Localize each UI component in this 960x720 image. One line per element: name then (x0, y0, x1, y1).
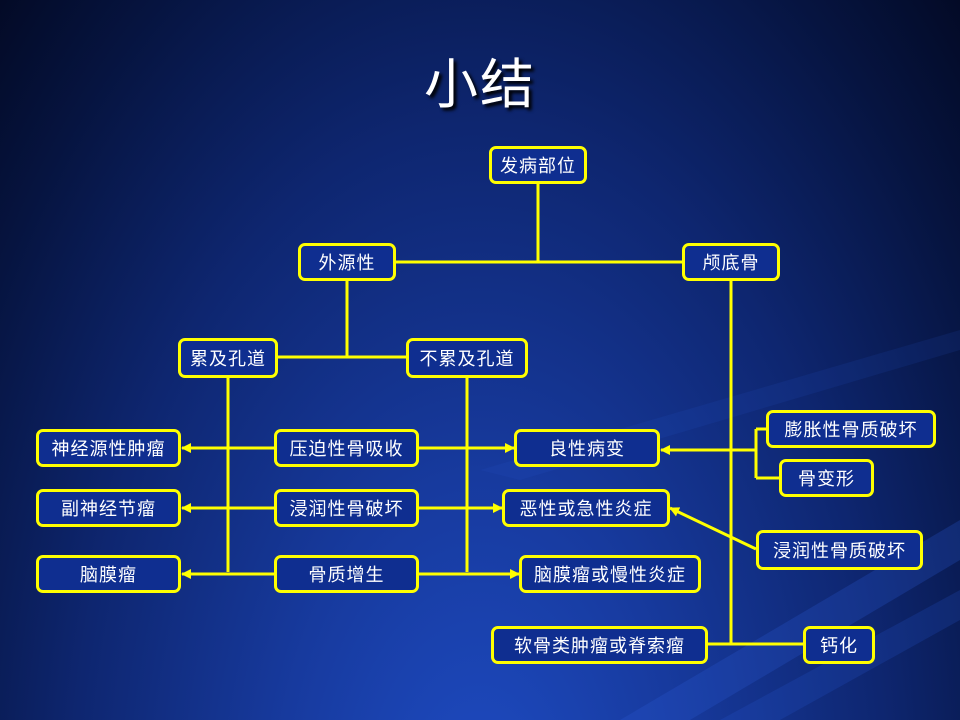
node-skull-base: 颅底骨 (682, 243, 780, 281)
node-neurogenic-tumor: 神经源性肿瘤 (36, 429, 181, 467)
node-site: 发病部位 (489, 146, 587, 184)
node-pressure-resorption: 压迫性骨吸收 (274, 429, 419, 467)
node-meningioma-chronic: 脑膜瘤或慢性炎症 (519, 555, 701, 593)
node-invasive-destruction: 浸润性骨破坏 (274, 489, 419, 527)
node-bone-deformity: 骨变形 (779, 459, 874, 497)
node-extrinsic: 外源性 (298, 243, 396, 281)
node-invasive-bone-destruction: 浸润性骨质破坏 (756, 530, 923, 570)
node-hyperostosis: 骨质增生 (274, 555, 419, 593)
node-benign-lesion: 良性病变 (514, 429, 660, 467)
slide-title: 小结 (424, 53, 536, 116)
node-foramen-not-involved: 不累及孔道 (406, 338, 528, 378)
node-meningioma: 脑膜瘤 (36, 555, 181, 593)
node-paraganglioma: 副神经节瘤 (36, 489, 181, 527)
node-calcification: 钙化 (803, 626, 875, 664)
node-chondroid-chordoma: 软骨类肿瘤或脊索瘤 (491, 626, 708, 664)
node-malignant-inflammation: 恶性或急性炎症 (502, 489, 670, 527)
node-foramen-involved: 累及孔道 (178, 338, 278, 378)
node-expansile-destruction: 膨胀性骨质破坏 (766, 410, 936, 448)
